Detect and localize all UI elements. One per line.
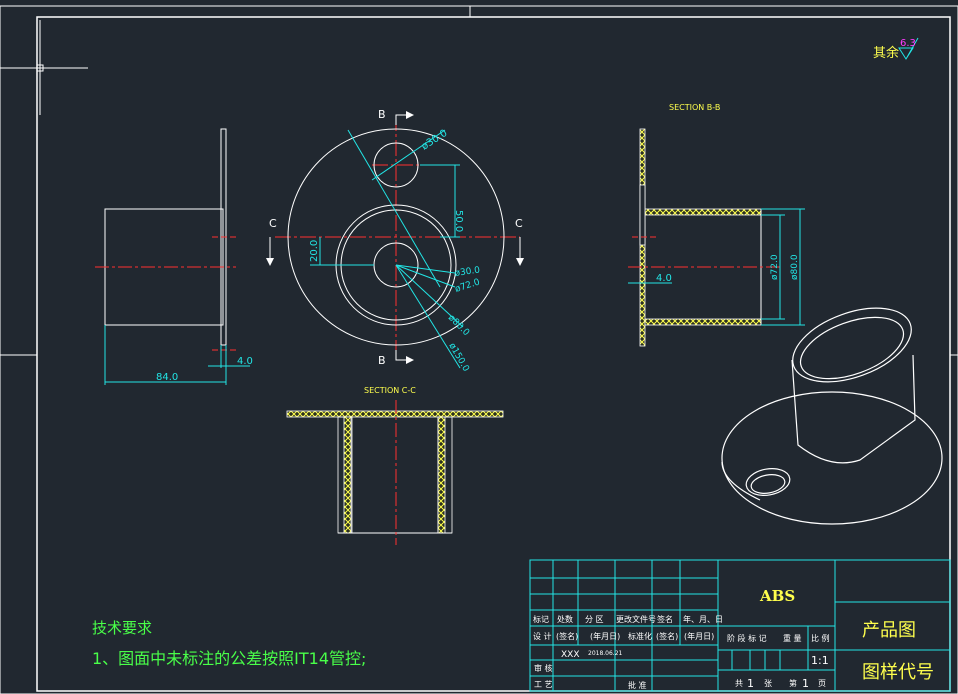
tb-material: ABS: [759, 587, 795, 605]
dim-side-length: 84.0: [156, 372, 178, 383]
section-cc-flange: [286, 410, 504, 418]
title-block-grid: [529, 559, 951, 692]
tb-sheet-no-suffix: 页: [818, 679, 826, 688]
dim-bb-d80: ø80.0: [790, 254, 800, 280]
roughness-value: 6.3: [900, 38, 916, 49]
front-view-outline: [287, 128, 505, 346]
section-cc-title: SECTION C-C: [364, 386, 416, 395]
section-markers: [269, 114, 521, 361]
section-arrow-c-right-icon: [516, 258, 524, 266]
title-block-text: 标记 处数 分 区 更改文件号 签名 年、月、日 设 计 (签名) (年月日) …: [533, 614, 830, 690]
tb-design-1: (签名): [556, 631, 578, 641]
tb-sheets-total: 1: [747, 677, 754, 690]
front-view-centerlines: [275, 115, 520, 360]
section-cc-view[interactable]: SECTION C-C: [286, 386, 504, 545]
dim-side-thickness: 4.0: [237, 356, 253, 367]
tb-sheet-no: 1: [802, 677, 809, 690]
crosshair-cursor-icon: [0, 20, 88, 115]
tb-stage-2: 比 例: [811, 633, 830, 643]
tb-sheets-total-suffix: 张: [764, 679, 772, 688]
dim-front-offset-50: 50.0: [453, 210, 464, 232]
section-cc-wall-left-hatch: [343, 416, 352, 534]
tb-design-5: (年月日): [684, 631, 714, 641]
dim-front-d150: ø150.0: [446, 342, 470, 374]
tb-row-label-1: 处数: [557, 614, 573, 624]
dim-front-d30: ø30.0: [454, 265, 481, 278]
roughness-symbol: 其余 6.3: [873, 37, 919, 61]
dim-front-offset-20: 20.0: [309, 240, 320, 262]
tb-designer: XXX: [561, 650, 580, 660]
tb-row-label-4: 签名: [657, 614, 673, 624]
tb-sheets-total-prefix: 共: [735, 679, 743, 688]
section-marker-c-left: C: [269, 217, 277, 230]
tb-approve: 批 准: [628, 680, 647, 690]
section-marker-b-top: B: [378, 108, 386, 121]
tb-row-label-2: 分 区: [585, 615, 604, 624]
section-bb-title: SECTION B-B: [669, 103, 720, 112]
tb-design-4: (签名): [656, 631, 678, 641]
section-bb-view[interactable]: SECTION B-B ø72.0 ø80.0 4.0: [628, 103, 805, 347]
dim-bb-d72: ø72.0: [770, 254, 780, 280]
notes-title: 技术要求: [92, 619, 152, 637]
side-view-dimensions: [104, 325, 250, 385]
dim-front-d72: ø72.0: [454, 277, 482, 294]
tb-design-3: 标准化: [628, 631, 652, 641]
dim-front-hole-dia: ø30.0: [420, 128, 450, 153]
section-bb-wall-bottom: [644, 318, 762, 326]
drawing-frame: [0, 5, 958, 694]
tb-design-2: (年月日): [590, 631, 620, 641]
section-cc-wall-right-hatch: [437, 416, 446, 534]
tb-stage-1: 重 量: [783, 633, 802, 643]
section-marker-c-right: C: [515, 217, 523, 230]
tb-row-label-5: 年、月、日: [683, 614, 723, 624]
title-block[interactable]: 标记 处数 分 区 更改文件号 签名 年、月、日 设 计 (签名) (年月日) …: [529, 559, 951, 692]
section-arrow-c-left-icon: [266, 258, 274, 266]
technical-notes: 技术要求 1、图面中未标注的公差按照IT14管控;: [92, 619, 366, 668]
tb-drawing-code: 图样代号: [862, 662, 934, 683]
section-arrow-b-bottom-icon: [406, 356, 414, 364]
tb-design-0: 设 计: [533, 631, 552, 641]
dim-front-d80: ø80.0: [446, 313, 471, 338]
section-bb-wall-top: [644, 208, 762, 216]
tb-review: 审 核: [534, 663, 553, 673]
section-marker-b-bottom: B: [378, 354, 386, 367]
tb-process: 工 艺: [534, 680, 553, 689]
tb-row-label-0: 标记: [533, 614, 549, 624]
tb-date: 2018.06.21: [588, 650, 623, 657]
section-bb-gap: [639, 184, 646, 246]
notes-line-1: 1、图面中未标注的公差按照IT14管控;: [92, 649, 366, 668]
section-bb-dimensions: [628, 208, 805, 326]
isometric-view[interactable]: [721, 294, 943, 525]
tb-scale: 1:1: [811, 654, 829, 667]
tb-row-label-3: 更改文件号: [616, 614, 656, 624]
tb-sheet-no-prefix: 第: [789, 678, 797, 688]
front-view[interactable]: B B C C ø30.0 50.0 20.0 ø30.0 ø72.0 ø80.…: [266, 108, 524, 374]
dim-bb-thickness: 4.0: [656, 273, 672, 284]
front-view-dimension-lines: [310, 129, 464, 369]
roughness-triangle-icon: [898, 37, 919, 60]
tb-stage-0: 阶 段 标 记: [727, 633, 767, 643]
side-view[interactable]: 4.0 84.0: [95, 128, 253, 385]
tb-product: 产品图: [862, 620, 916, 641]
roughness-label: 其余: [873, 45, 899, 61]
section-arrow-b-top-icon: [406, 111, 414, 119]
